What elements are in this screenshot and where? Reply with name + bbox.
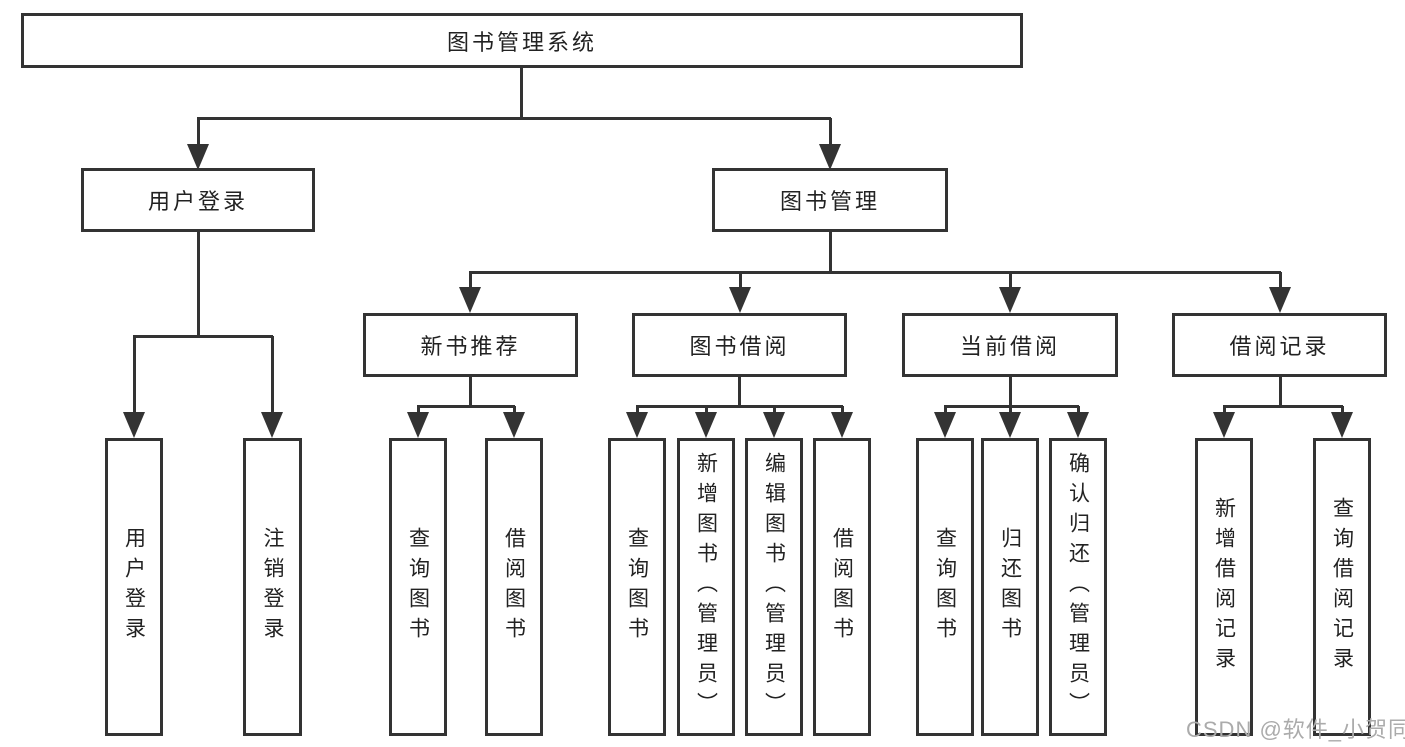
leaf-br-add-record-label: 新增借阅记录	[1212, 497, 1236, 677]
leaf-rec-query-book: 查询图书	[389, 438, 447, 736]
connector-new-book-rec-stem	[469, 377, 472, 407]
arrow-to-leaf-bb-edit-book	[763, 406, 785, 438]
arrow-to-leaf-br-add-record	[1213, 406, 1235, 438]
arrow-to-user-login	[187, 118, 209, 170]
connector-user-login-bus	[133, 335, 273, 338]
node-user-login-label: 用户登录	[147, 189, 248, 214]
connector-root-stem	[520, 66, 523, 119]
node-book-mgmt-label: 图书管理	[779, 189, 880, 214]
leaf-bb-add-book-label: 新增图书（管理员）	[694, 452, 718, 722]
node-borrow-records: 借阅记录	[1172, 313, 1387, 377]
leaf-bb-borrow-book: 借阅图书	[813, 438, 871, 736]
node-book-mgmt: 图书管理	[712, 168, 948, 232]
arrow-to-new-book-rec	[459, 272, 481, 313]
connector-borrow-records-stem	[1279, 377, 1282, 407]
node-root-label: 图书管理系统	[446, 29, 597, 55]
leaf-bb-borrow-book-label: 借阅图书	[830, 527, 854, 647]
node-root: 图书管理系统	[21, 13, 1023, 68]
node-book-borrow-label: 图书借阅	[689, 334, 790, 359]
arrow-to-leaf-cb-confirm-return	[1067, 406, 1089, 438]
leaf-logout: 注销登录	[243, 438, 302, 736]
leaf-logout-label: 注销登录	[261, 527, 284, 647]
leaf-bb-edit-book: 编辑图书（管理员）	[745, 438, 803, 736]
node-book-borrow: 图书借阅	[632, 313, 847, 377]
leaf-cb-query-book: 查询图书	[916, 438, 974, 736]
arrow-to-leaf-rec-query-book	[407, 406, 429, 438]
leaf-cb-confirm-return: 确认归还（管理员）	[1049, 438, 1107, 736]
connector-current-borrow-bus	[944, 405, 1079, 408]
connector-book-mgmt-stem	[829, 232, 832, 274]
leaf-bb-query-book-label: 查询图书	[625, 527, 649, 647]
arrow-to-borrow-records	[1269, 272, 1291, 313]
connector-book-borrow-stem	[738, 377, 741, 407]
leaf-bb-add-book: 新增图书（管理员）	[677, 438, 735, 736]
leaf-bb-query-book: 查询图书	[608, 438, 666, 736]
leaf-rec-borrow-book-label: 借阅图书	[502, 527, 526, 647]
arrow-to-leaf-bb-borrow-book	[831, 406, 853, 438]
connector-user-login-stem	[197, 232, 200, 338]
leaf-cb-query-book-label: 查询图书	[933, 527, 957, 647]
arrow-to-leaf-bb-query-book	[626, 406, 648, 438]
csdn-watermark: CSDN @软件_小贺同学	[1186, 717, 1405, 742]
arrow-to-leaf-user-login	[123, 336, 145, 438]
leaf-br-query-record: 查询借阅记录	[1313, 438, 1371, 736]
arrow-to-current-borrow	[999, 272, 1021, 313]
leaf-rec-borrow-book: 借阅图书	[485, 438, 543, 736]
leaf-cb-return-book-label: 归还图书	[998, 527, 1022, 647]
leaf-cb-return-book: 归还图书	[981, 438, 1039, 736]
connector-level2-bus	[197, 117, 831, 120]
node-current-borrow: 当前借阅	[902, 313, 1118, 377]
arrow-to-leaf-rec-borrow-book	[503, 406, 525, 438]
leaf-br-add-record: 新增借阅记录	[1195, 438, 1253, 736]
leaf-rec-query-book-label: 查询图书	[406, 527, 430, 647]
connector-current-borrow-stem	[1009, 377, 1012, 407]
node-new-book-rec: 新书推荐	[363, 313, 578, 377]
arrow-to-leaf-cb-return-book	[999, 406, 1021, 438]
node-user-login: 用户登录	[81, 168, 315, 232]
leaf-bb-edit-book-label: 编辑图书（管理员）	[762, 452, 786, 722]
arrow-to-leaf-br-query-record	[1331, 406, 1353, 438]
connector-borrow-records-bus	[1223, 405, 1343, 408]
node-current-borrow-label: 当前借阅	[959, 334, 1060, 359]
leaf-user-login: 用户登录	[105, 438, 163, 736]
leaf-user-login-label: 用户登录	[122, 527, 146, 647]
node-new-book-rec-label: 新书推荐	[420, 334, 521, 359]
leaf-cb-confirm-return-label: 确认归还（管理员）	[1066, 452, 1090, 722]
arrow-to-leaf-cb-query-book	[934, 406, 956, 438]
connector-book-borrow-bus	[636, 405, 843, 408]
connector-new-book-rec-bus	[417, 405, 515, 408]
leaf-br-query-record-label: 查询借阅记录	[1330, 497, 1354, 677]
arrow-to-leaf-bb-add-book	[695, 406, 717, 438]
arrow-to-book-borrow	[729, 272, 751, 313]
connector-level3-bus	[469, 271, 1281, 274]
node-borrow-records-label: 借阅记录	[1229, 334, 1330, 359]
arrow-to-leaf-logout	[261, 336, 283, 438]
arrow-to-book-mgmt	[819, 118, 841, 170]
